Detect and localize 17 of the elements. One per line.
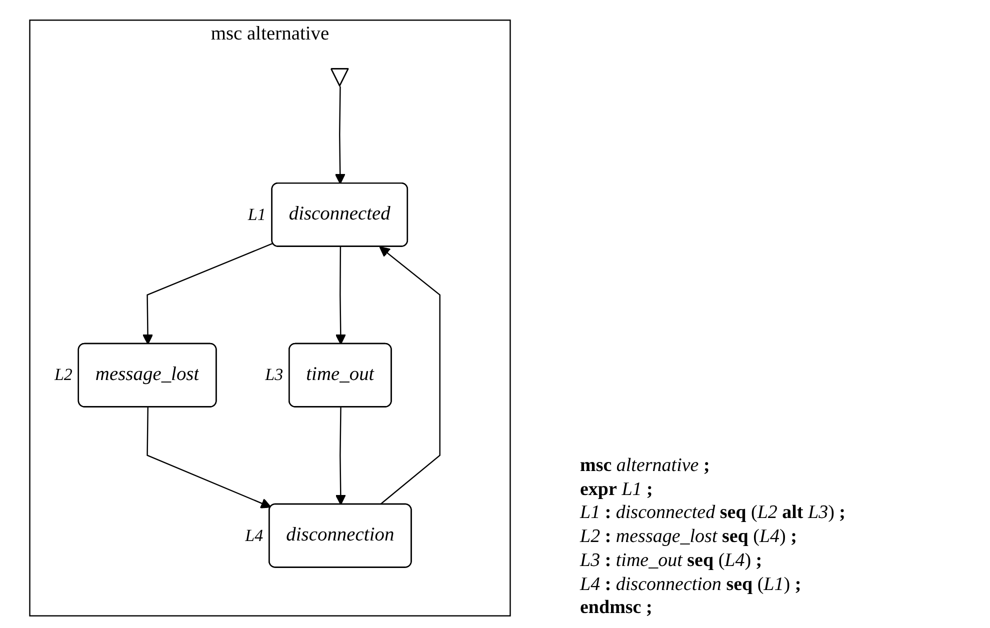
node-tag: L2 <box>54 364 72 386</box>
node-tag: L3 <box>265 364 284 386</box>
code-line: L2 : message_lost seq (L4) ; <box>580 525 798 549</box>
arrow <box>142 242 274 345</box>
code-line: L3 : time_out seq (L4) ; <box>580 548 764 572</box>
code-line: L1 : disconnected seq (L2 alt L3) ; <box>580 501 846 525</box>
arrow <box>335 407 346 506</box>
code-line: msc alternative ; <box>580 454 711 478</box>
code-line: expr L1 ; <box>580 478 654 502</box>
arrow <box>335 246 346 345</box>
arrow <box>379 246 440 506</box>
code-line: L4 : disconnection seq (L1) ; <box>580 572 802 596</box>
arrow <box>334 86 346 184</box>
code-line: endmsc ; <box>580 596 654 620</box>
node-tag: L1 <box>248 204 266 226</box>
arrow <box>146 407 272 508</box>
node-tag: L4 <box>245 524 264 547</box>
